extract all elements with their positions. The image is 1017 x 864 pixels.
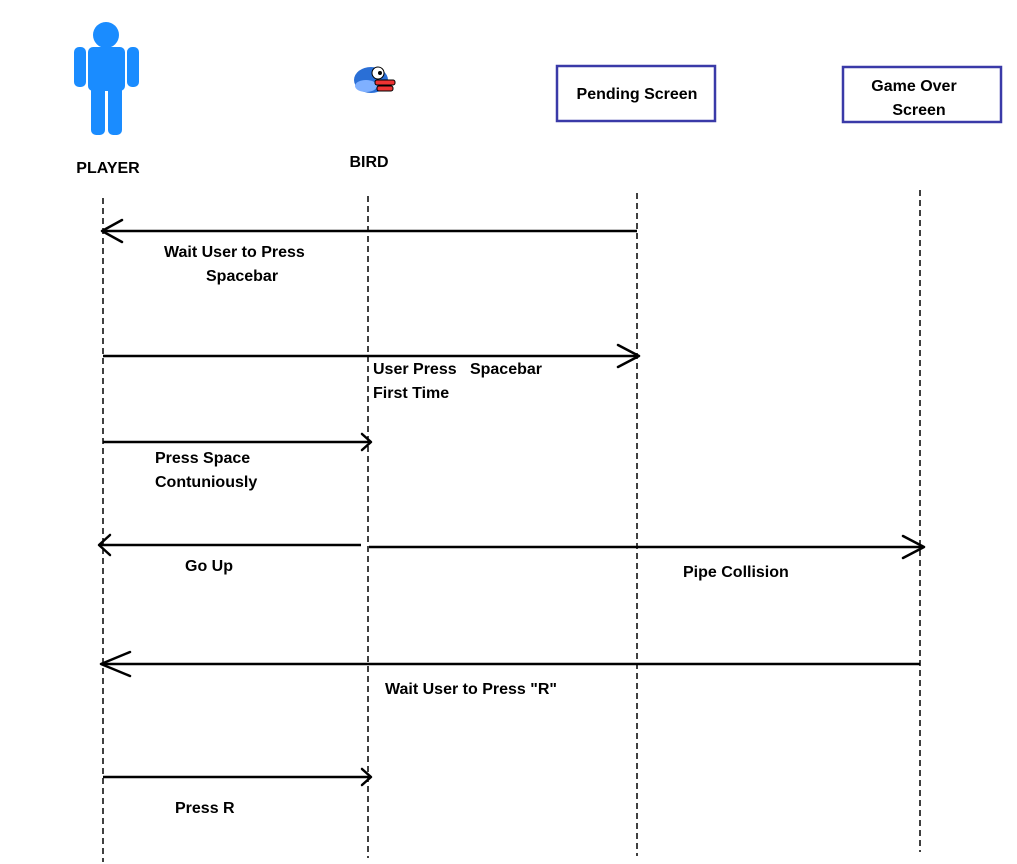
message-label: Pipe Collision [683, 564, 789, 581]
message-wait-press-r: Wait User to Press "R" [99, 650, 920, 698]
message-go-up: Go Up [97, 533, 361, 575]
message-user-press-spacebar: User Press Spacebar First Time [103, 343, 641, 402]
message-label-line1: User Press Spacebar [373, 361, 542, 378]
pending-screen-box [555, 64, 717, 123]
message-press-space: Press Space Contuniously [103, 432, 373, 491]
game-over-screen-label-line1: Game Over [871, 78, 956, 95]
message-press-r: Press R [103, 767, 373, 817]
message-label: Wait User to Press "R" [385, 681, 557, 698]
player-label: PLAYER [76, 160, 140, 177]
pending-screen-label: Pending Screen [577, 86, 698, 103]
message-label-line1: Press Space [155, 450, 250, 467]
message-label-line2: First Time [373, 385, 449, 402]
message-label: Go Up [185, 558, 233, 575]
bird-label: BIRD [349, 154, 388, 171]
message-pipe-collision: Pipe Collision [369, 534, 926, 581]
person-icon [74, 22, 139, 135]
message-label-line1: Wait User to Press [164, 244, 305, 261]
message-wait-spacebar: Wait User to Press Spacebar [100, 218, 637, 285]
message-label-line2: Spacebar [206, 268, 278, 285]
message-label-line2: Contuniously [155, 474, 257, 491]
game-over-screen-label-line2: Screen [892, 102, 945, 119]
game-over-screen-box [841, 65, 1003, 124]
flappy-bird-icon [354, 66, 396, 93]
message-label: Press R [175, 800, 235, 817]
